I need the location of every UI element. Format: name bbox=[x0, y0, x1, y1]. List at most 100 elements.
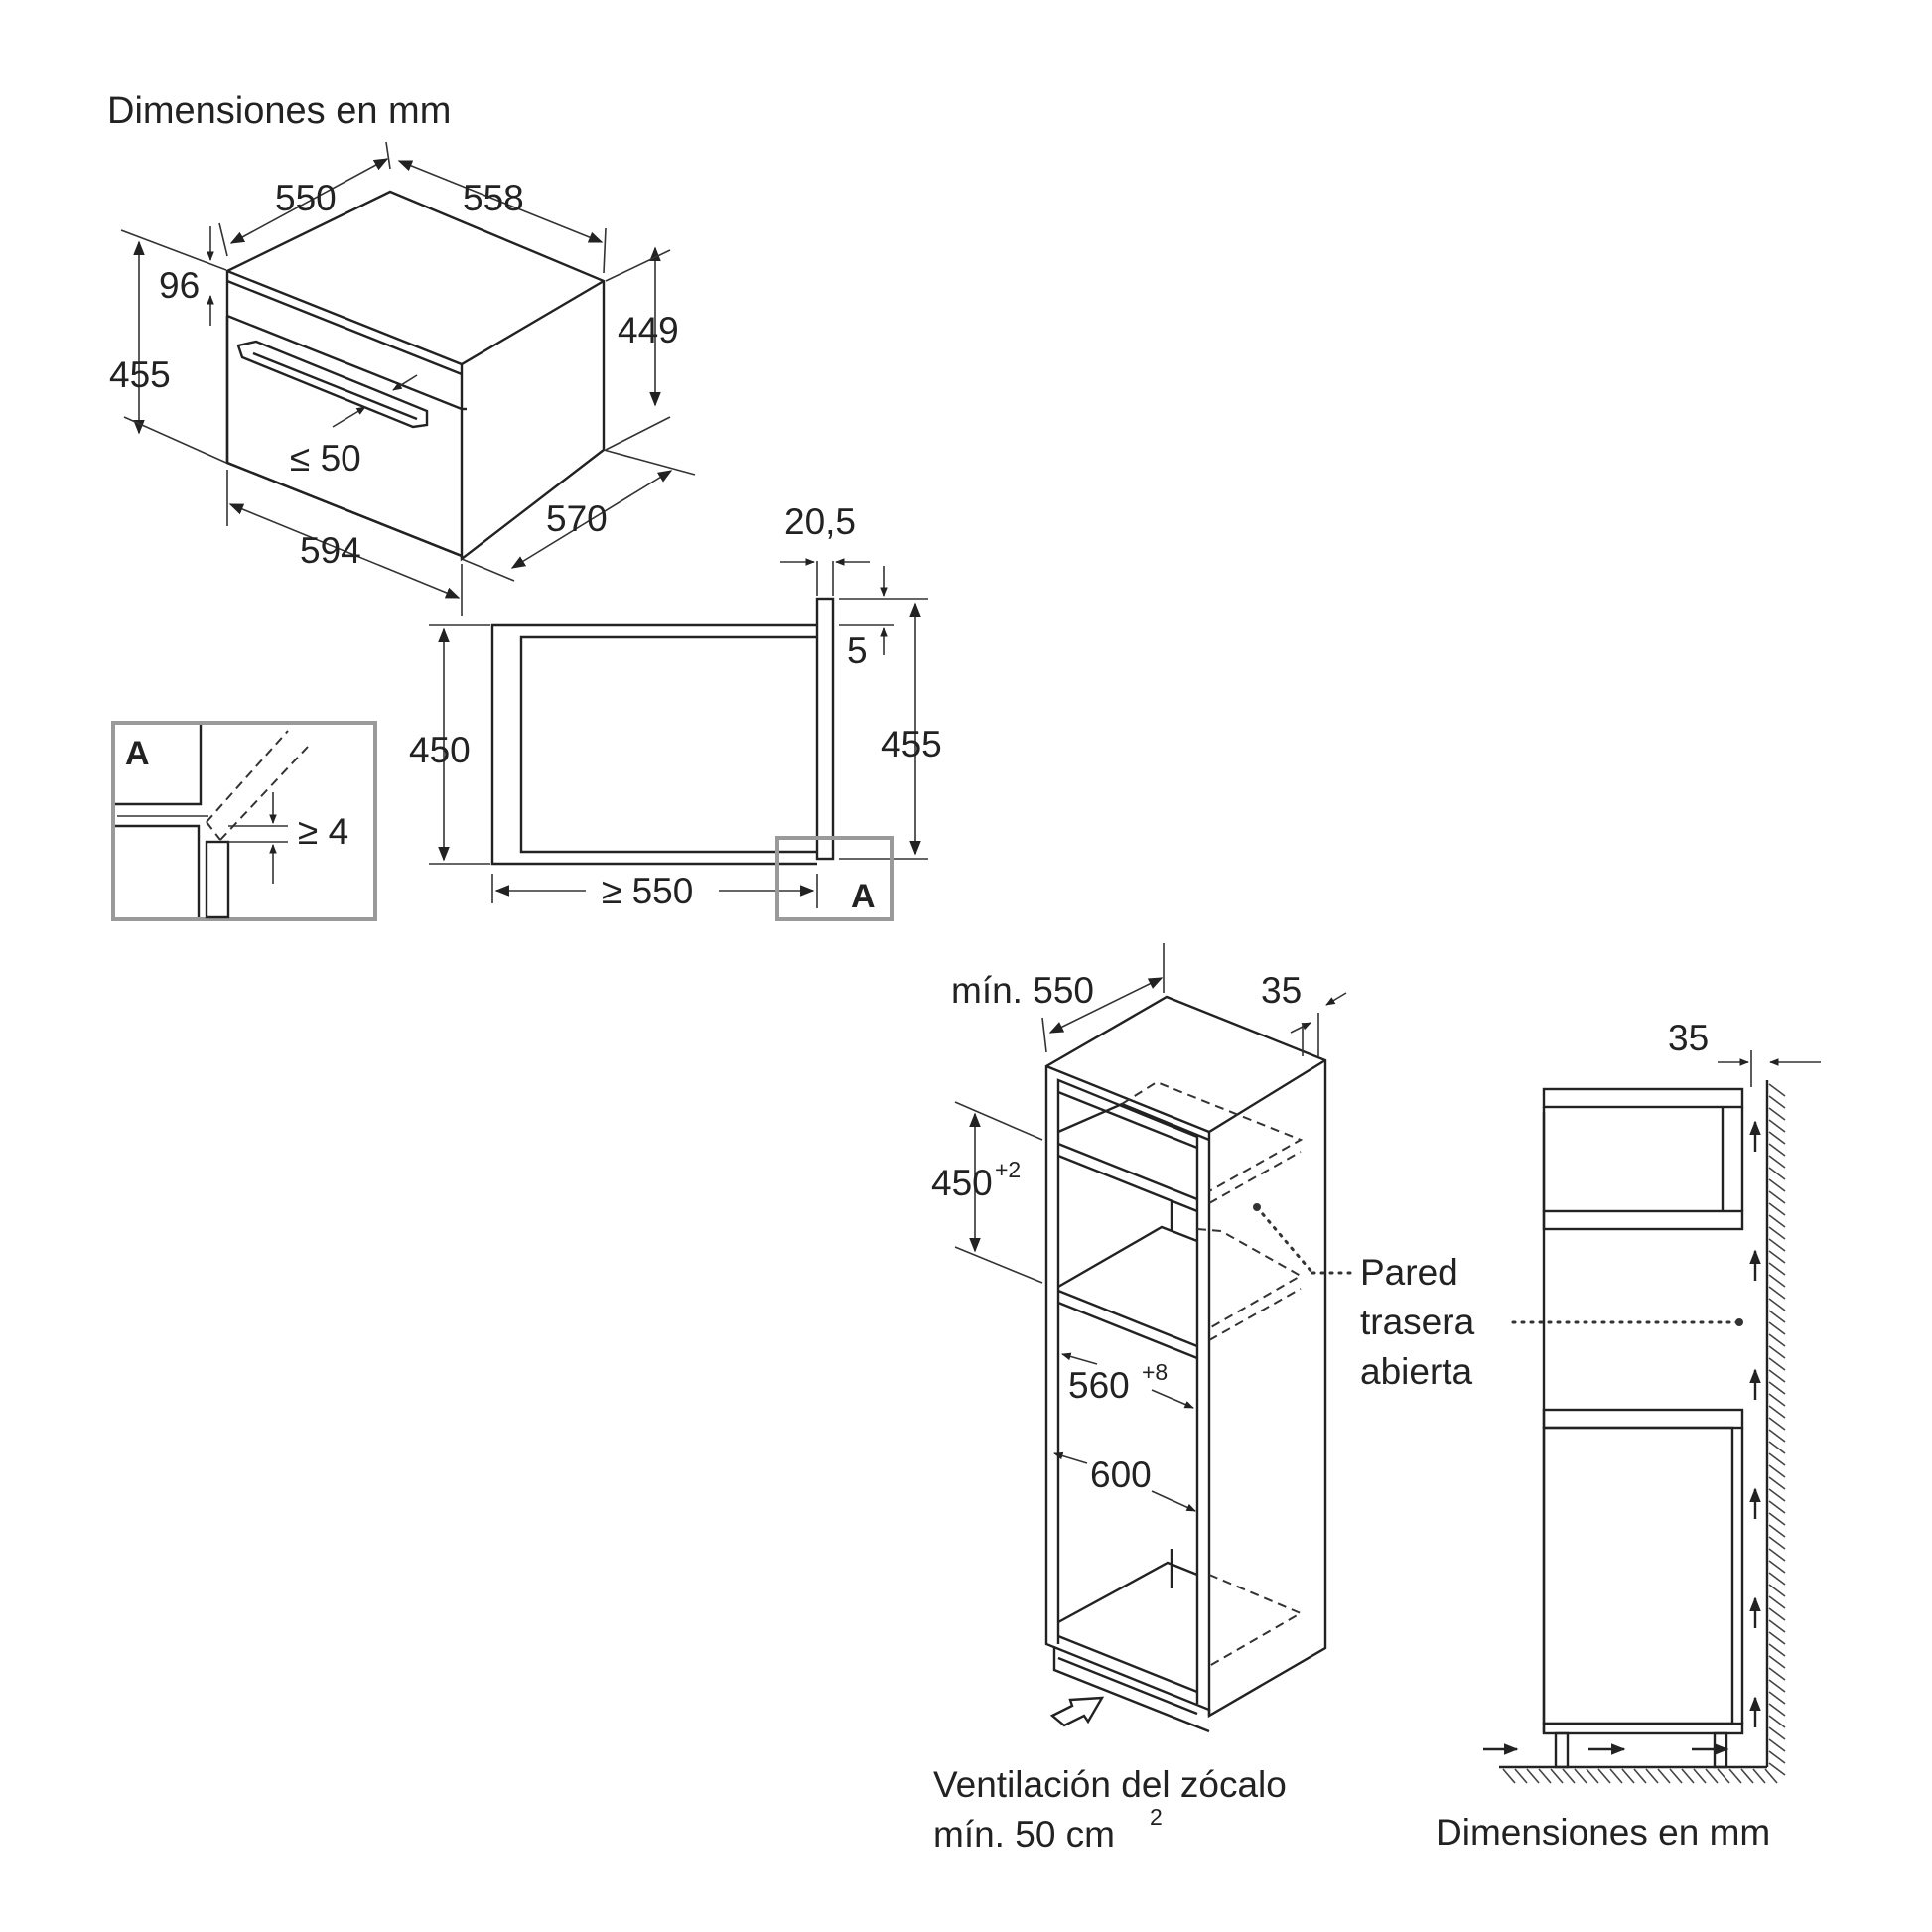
hatch-line bbox=[1768, 1703, 1786, 1717]
hatch-line bbox=[1768, 1083, 1786, 1097]
hatch-line bbox=[1657, 1768, 1671, 1784]
hatch-line bbox=[1768, 1345, 1786, 1359]
rear-wall-line-3: abierta bbox=[1360, 1351, 1473, 1392]
hatch-line bbox=[1768, 1762, 1786, 1776]
detail-a: A ≥ 4 bbox=[111, 721, 377, 921]
hatch-line bbox=[1768, 1631, 1786, 1645]
hatch-line bbox=[1621, 1768, 1635, 1784]
hatch-line bbox=[1768, 1655, 1786, 1669]
hatch-line bbox=[1768, 1333, 1786, 1347]
hatch-line bbox=[1514, 1768, 1528, 1784]
hatch-line bbox=[1768, 1226, 1786, 1240]
hatch-line bbox=[1768, 1452, 1786, 1466]
wall-hatch bbox=[1768, 1083, 1786, 1776]
hatch-line bbox=[1768, 1500, 1786, 1514]
dim-min550-label: mín. 550 bbox=[951, 970, 1094, 1011]
ventilation-caption: Ventilación del zócalo mín. 50 cm 2 bbox=[933, 1764, 1287, 1855]
hatch-line bbox=[1768, 1738, 1786, 1752]
hatch-line bbox=[1633, 1768, 1647, 1784]
hatch-line bbox=[1768, 1274, 1786, 1288]
rear-wall-line-1: Pared bbox=[1360, 1252, 1458, 1293]
hatch-line bbox=[1768, 1667, 1786, 1681]
hatch-line bbox=[1768, 1643, 1786, 1657]
hatch-line bbox=[1768, 1238, 1786, 1252]
dim-600-label: 600 bbox=[1090, 1454, 1152, 1495]
ventilation-line-2-sup: 2 bbox=[1150, 1804, 1163, 1830]
hatch-line bbox=[1768, 1524, 1786, 1538]
dim-35-section-label: 35 bbox=[1668, 1018, 1709, 1058]
hatch-line bbox=[1768, 1393, 1786, 1407]
hatch-line bbox=[1768, 1679, 1786, 1693]
hatch-line bbox=[1586, 1768, 1599, 1784]
front-panel bbox=[815, 597, 835, 861]
dim-line-550 bbox=[229, 158, 389, 244]
dim-560-sup: +8 bbox=[1142, 1359, 1168, 1385]
dim-le50-label: ≤ 50 bbox=[290, 438, 361, 479]
hatch-line bbox=[1768, 1584, 1786, 1597]
dim-line-594 bbox=[228, 503, 461, 599]
niche-inner bbox=[519, 635, 817, 854]
dim-20-5-label: 20,5 bbox=[784, 501, 856, 542]
dim-450-cabinet-sup: +2 bbox=[995, 1157, 1021, 1182]
oven-side-section: 20,5 5 455 450 ≥ 550 A bbox=[409, 501, 942, 921]
ventilation-arrow-icon bbox=[1049, 1696, 1105, 1727]
hatch-line bbox=[1768, 1155, 1786, 1169]
hatch-line bbox=[1768, 1560, 1786, 1574]
hatch-line bbox=[1728, 1768, 1742, 1784]
hatch-line bbox=[1768, 1488, 1786, 1502]
hatch-line bbox=[1768, 1250, 1786, 1264]
niche-outer bbox=[490, 623, 817, 866]
oven-handle bbox=[236, 340, 429, 429]
hatch-line bbox=[1562, 1768, 1576, 1784]
dim-96-label: 96 bbox=[159, 265, 200, 306]
hatch-line bbox=[1768, 1417, 1786, 1431]
dim-455-right-label: 455 bbox=[881, 724, 942, 764]
hatch-line bbox=[1597, 1768, 1611, 1784]
hatch-line bbox=[1768, 1441, 1786, 1454]
dim-450-label: 450 bbox=[409, 730, 471, 770]
floor-hatch bbox=[1502, 1768, 1778, 1784]
detail-a-frame bbox=[111, 721, 377, 921]
dim-35-cabinet-label: 35 bbox=[1261, 970, 1302, 1011]
hatch-line bbox=[1768, 1357, 1786, 1371]
hatch-line bbox=[1645, 1768, 1659, 1784]
dim-ge4-label: ≥ 4 bbox=[298, 811, 348, 852]
airflow-arrows bbox=[1483, 1120, 1761, 1755]
hatch-line bbox=[1768, 1607, 1786, 1621]
hatch-line bbox=[1768, 1726, 1786, 1740]
hatch-line bbox=[1768, 1321, 1786, 1335]
hatch-line bbox=[1693, 1768, 1707, 1784]
ventilation-line-2: mín. 50 cm bbox=[933, 1814, 1115, 1855]
detail-a-tag: A bbox=[125, 735, 150, 772]
hatch-line bbox=[1768, 1691, 1786, 1705]
dim-558-label: 558 bbox=[463, 178, 524, 218]
section-title: Dimensiones en mm bbox=[1436, 1812, 1770, 1853]
dim-560-label: 560 bbox=[1068, 1365, 1130, 1406]
dim-line-570 bbox=[510, 470, 673, 569]
panel-top-line bbox=[226, 279, 463, 376]
dim-449-label: 449 bbox=[618, 310, 679, 350]
dim-line-min550 bbox=[1048, 977, 1164, 1034]
hatch-line bbox=[1768, 1536, 1786, 1550]
cabinet-outline bbox=[1044, 995, 1327, 1719]
hatch-line bbox=[1574, 1768, 1587, 1784]
hatch-line bbox=[1502, 1768, 1516, 1784]
hatch-line bbox=[1768, 1214, 1786, 1228]
hatch-line bbox=[1609, 1768, 1623, 1784]
hatch-line bbox=[1768, 1298, 1786, 1311]
hatch-line bbox=[1768, 1512, 1786, 1526]
rear-wall-label: Pared trasera abierta bbox=[1360, 1252, 1743, 1392]
hatch-line bbox=[1768, 1476, 1786, 1490]
hatch-line bbox=[1768, 1595, 1786, 1609]
hatch-line bbox=[1764, 1768, 1778, 1784]
oven-isometric-view: Dimensiones en mm 550 558 96 455 bbox=[107, 90, 696, 616]
hatch-line bbox=[1705, 1768, 1719, 1784]
hatch-line bbox=[1768, 1178, 1786, 1192]
hatch-line bbox=[1768, 1548, 1786, 1562]
dim-570-label: 570 bbox=[546, 498, 608, 539]
hatch-line bbox=[1740, 1768, 1754, 1784]
hatch-line bbox=[1752, 1768, 1766, 1784]
hatch-line bbox=[1768, 1190, 1786, 1204]
hatch-line bbox=[1768, 1715, 1786, 1728]
ventilation-line-1: Ventilación del zócalo bbox=[933, 1764, 1287, 1805]
